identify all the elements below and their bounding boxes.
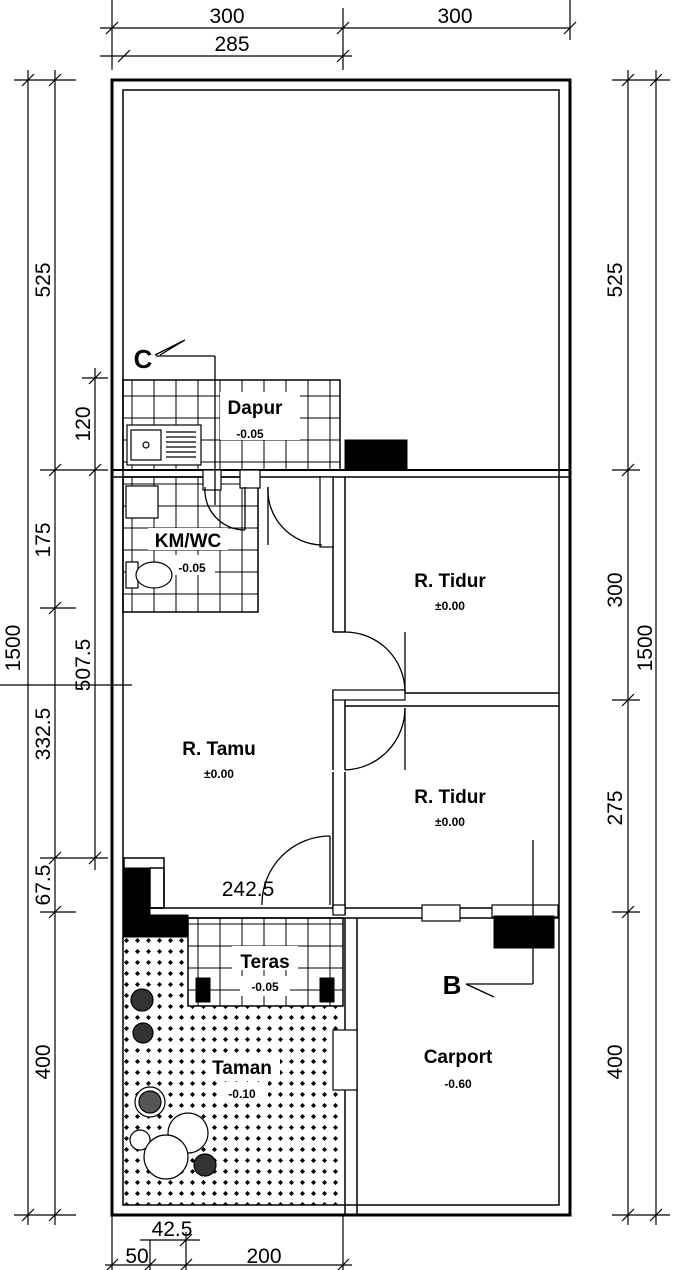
carport-level: -0.60: [444, 1077, 472, 1091]
dim-right-tidur1: 300: [604, 572, 627, 607]
tidur1-level: ±0.00: [435, 599, 465, 613]
section-lines: [154, 339, 534, 998]
kmwc-level: -0.05: [178, 561, 206, 575]
dim-left-total: 1500: [2, 625, 25, 672]
tidur1-label: R. Tidur: [414, 571, 486, 592]
dim-right-back: 525: [604, 262, 627, 297]
dim-right-tidur2: 275: [604, 790, 627, 825]
dim-left-back: 525: [32, 262, 55, 297]
tamu-label: R. Tamu: [182, 739, 256, 760]
taman-level: -0.10: [228, 1087, 256, 1101]
carport-label: Carport: [424, 1047, 493, 1068]
section-marker-c: C: [134, 344, 153, 374]
dim-bottom-left: 50: [125, 1245, 148, 1268]
dim-top-right: 300: [437, 5, 472, 28]
kmwc-tiles: [122, 476, 259, 613]
dim-top-left: 300: [209, 5, 244, 28]
dapur-label: Dapur: [228, 398, 284, 419]
wall-stub: [123, 857, 165, 909]
dim-left-kmwc: 175: [32, 522, 55, 557]
bottom-dimension-lines: [105, 1215, 352, 1270]
dim-bottom-small: 42.5: [152, 1218, 193, 1241]
tidur2-level: ±0.00: [435, 815, 465, 829]
dim-right-front: 400: [604, 1044, 627, 1079]
dim-top-inner: 285: [214, 33, 249, 56]
dim-bottom-mid: 200: [246, 1245, 281, 1268]
dim-right-total: 1500: [634, 625, 657, 672]
tamu-level: ±0.00: [204, 767, 234, 781]
dim-left-tamu: 332.5: [32, 708, 55, 761]
kmwc-label: KM/WC: [155, 531, 222, 552]
dapur-level: -0.05: [236, 427, 264, 441]
tidur2-label: R. Tidur: [414, 787, 486, 808]
dim-left-tamu-group: 507.5: [72, 639, 95, 692]
left-dimension-lines: [0, 70, 132, 1225]
door-frames: [202, 469, 559, 922]
dim-teras-width: 242.5: [222, 878, 275, 901]
toilet: [125, 561, 173, 589]
dim-left-front: 400: [32, 1044, 55, 1079]
taman-label: Taman: [212, 1058, 272, 1079]
teras-level: -0.05: [251, 980, 279, 994]
dim-left-dapur: 120: [72, 406, 95, 441]
top-dimension-lines: [100, 0, 577, 70]
kitchen-sink: [126, 424, 202, 466]
dim-left-step: 67.5: [32, 865, 55, 906]
garden-plants: [129, 988, 217, 1180]
section-marker-b: B: [443, 970, 462, 1000]
right-dimension-lines: [612, 70, 670, 1225]
door-swings: [204, 486, 406, 906]
teras-label: Teras: [240, 952, 289, 973]
